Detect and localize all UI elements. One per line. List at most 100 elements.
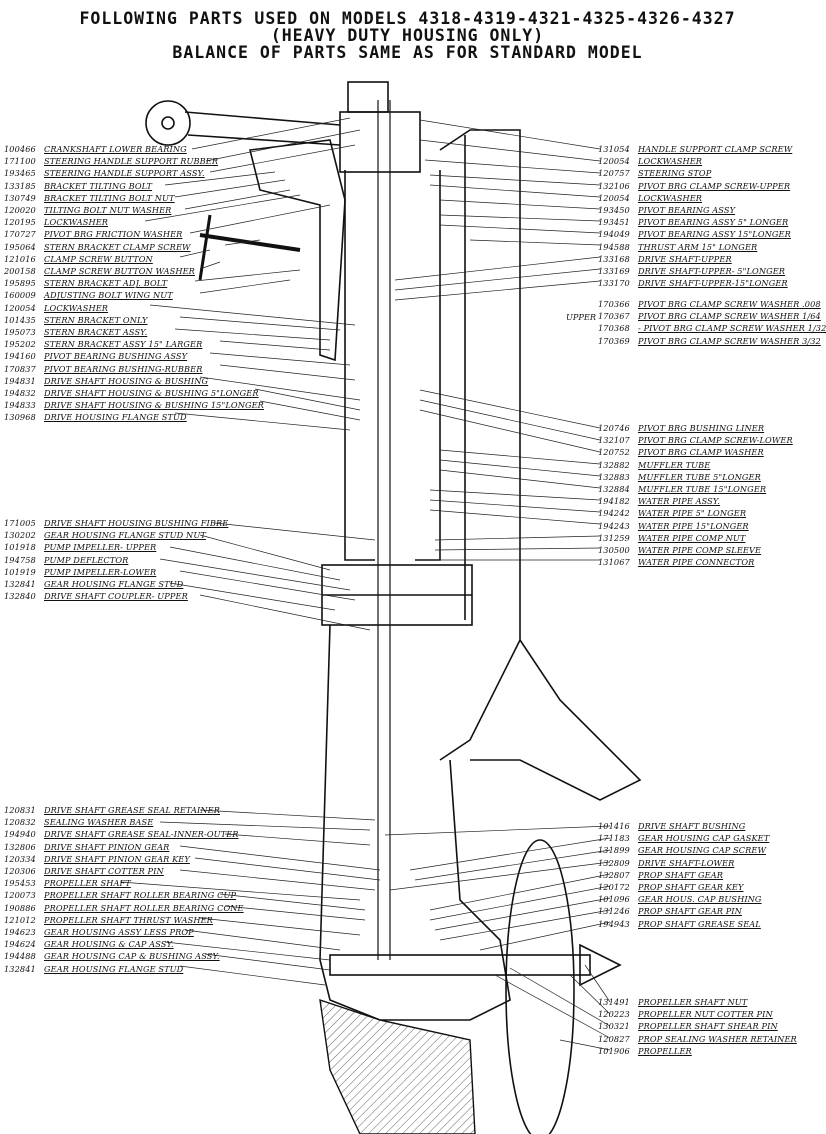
part-description: WATER PIPE COMP SLEEVE <box>638 545 762 555</box>
part-label: 133169 DRIVE SHAFT-UPPER- 5"LONGER <box>598 265 785 277</box>
part-number: 194624 <box>4 939 36 950</box>
part-description: DRIVE SHAFT-UPPER-15"LONGER <box>638 278 788 289</box>
part-description: GEAR HOUSING CAP SCREW <box>638 845 767 856</box>
part-description: PUMP IMPELLER- UPPER <box>44 542 157 553</box>
steering-ring-hole <box>161 116 175 130</box>
part-number: 194832 <box>4 388 36 398</box>
part-number: 170366 <box>598 299 630 309</box>
part-label: 194832 DRIVE SHAFT HOUSING & BUSHING 5"LO… <box>4 387 259 399</box>
part-number: 132841 <box>4 963 36 974</box>
pivot-head <box>347 81 389 113</box>
title-line-2: (HEAVY DUTY HOUSING ONLY) <box>270 26 545 45</box>
part-number: 131899 <box>598 845 630 856</box>
part-number: 160009 <box>4 290 36 301</box>
part-number: 195064 <box>4 241 36 252</box>
part-description: - PIVOT BRG CLAMP SCREW WASHER 1/32 <box>638 323 826 334</box>
part-description: PIVOT BEARING BUSHING ASSY <box>44 351 188 362</box>
part-number: 190886 <box>4 902 36 913</box>
part-number: 120054 <box>598 192 630 203</box>
part-description: PIVOT BEARING ASSY <box>638 205 736 215</box>
motor-outline <box>145 81 642 1134</box>
part-number: 170367 <box>598 311 630 322</box>
part-description: PIVOT BRG CLAMP SCREW WASHER .008 <box>638 299 821 309</box>
steering-ring <box>145 100 191 146</box>
part-number: 120746 <box>598 423 630 433</box>
part-description: DRIVE SHAFT-UPPER- 5"LONGER <box>638 266 786 276</box>
part-description: GEAR HOUSING CAP & BUSHING ASSY. <box>44 951 220 962</box>
part-number: 131246 <box>598 906 630 917</box>
part-description: PROPELLER SHAFT NUT <box>638 997 748 1007</box>
part-number: 133185 <box>4 180 36 191</box>
part-description: GEAR HOUSING FLANGE STUD <box>44 579 184 589</box>
part-number: 194943 <box>598 918 630 929</box>
part-number: 133169 <box>598 266 630 276</box>
part-number: 132807 <box>598 869 630 880</box>
part-label: 195202 STERN BRACKET ASSY 15" LARGER <box>4 338 202 350</box>
part-number: 194758 <box>4 554 36 565</box>
part-number: 131259 <box>598 532 630 543</box>
part-description: LOCKWASHER <box>44 302 109 313</box>
part-description: PROPELLER SHAFT ROLLER BEARING CONE <box>44 902 244 913</box>
drive-shaft-housing <box>344 170 441 561</box>
part-description: DRIVE SHAFT GREASE SEAL-INNER-OUTER <box>44 829 239 840</box>
part-description: DRIVE SHAFT COTTER PIN <box>44 866 164 876</box>
part-description: GEAR HOUS. CAP BUSHING <box>638 894 762 905</box>
part-number: 170727 <box>4 229 36 240</box>
part-number: 194488 <box>4 951 36 962</box>
stern-bracket <box>249 139 346 362</box>
part-description: PROPELLER SHAFT SHEAR PIN <box>638 1021 778 1032</box>
part-description: WATER PIPE CONNECTOR <box>638 557 755 568</box>
part-label: 170366 PIVOT BRG CLAMP SCREW WASHER .008 <box>598 298 821 310</box>
part-number: 194588 <box>598 241 630 252</box>
part-description: PROPELLER SHAFT <box>44 878 131 889</box>
part-number: 194833 <box>4 400 36 411</box>
part-number: 195202 <box>4 339 36 350</box>
part-description: PIVOT BRG CLAMP SCREW WASHER 1/64 <box>638 311 821 322</box>
part-description: PIVOT BRG FRICTION WASHER <box>44 229 183 240</box>
part-description: WATER PIPE ASSY. <box>638 496 721 507</box>
part-description: PROPELLER NUT COTTER PIN <box>638 1009 773 1020</box>
part-description: STERN BRACKET ASSY 15" LARGER <box>44 339 203 350</box>
part-number: 170837 <box>4 363 36 374</box>
part-description: DRIVE SHAFT HOUSING & BUSHING 5"LONGER <box>44 388 259 398</box>
part-number: 130202 <box>4 530 36 541</box>
part-label: 190886 PROPELLER SHAFT ROLLER BEARING CON… <box>4 902 244 914</box>
part-number: 132840 <box>4 591 36 602</box>
part-number: 120020 <box>4 205 36 215</box>
part-number: 130968 <box>4 412 36 423</box>
propeller-blade <box>505 839 575 1134</box>
part-label: 170727 PIVOT BRG FRICTION WASHER <box>4 228 182 240</box>
part-number: 120831 <box>4 805 36 815</box>
